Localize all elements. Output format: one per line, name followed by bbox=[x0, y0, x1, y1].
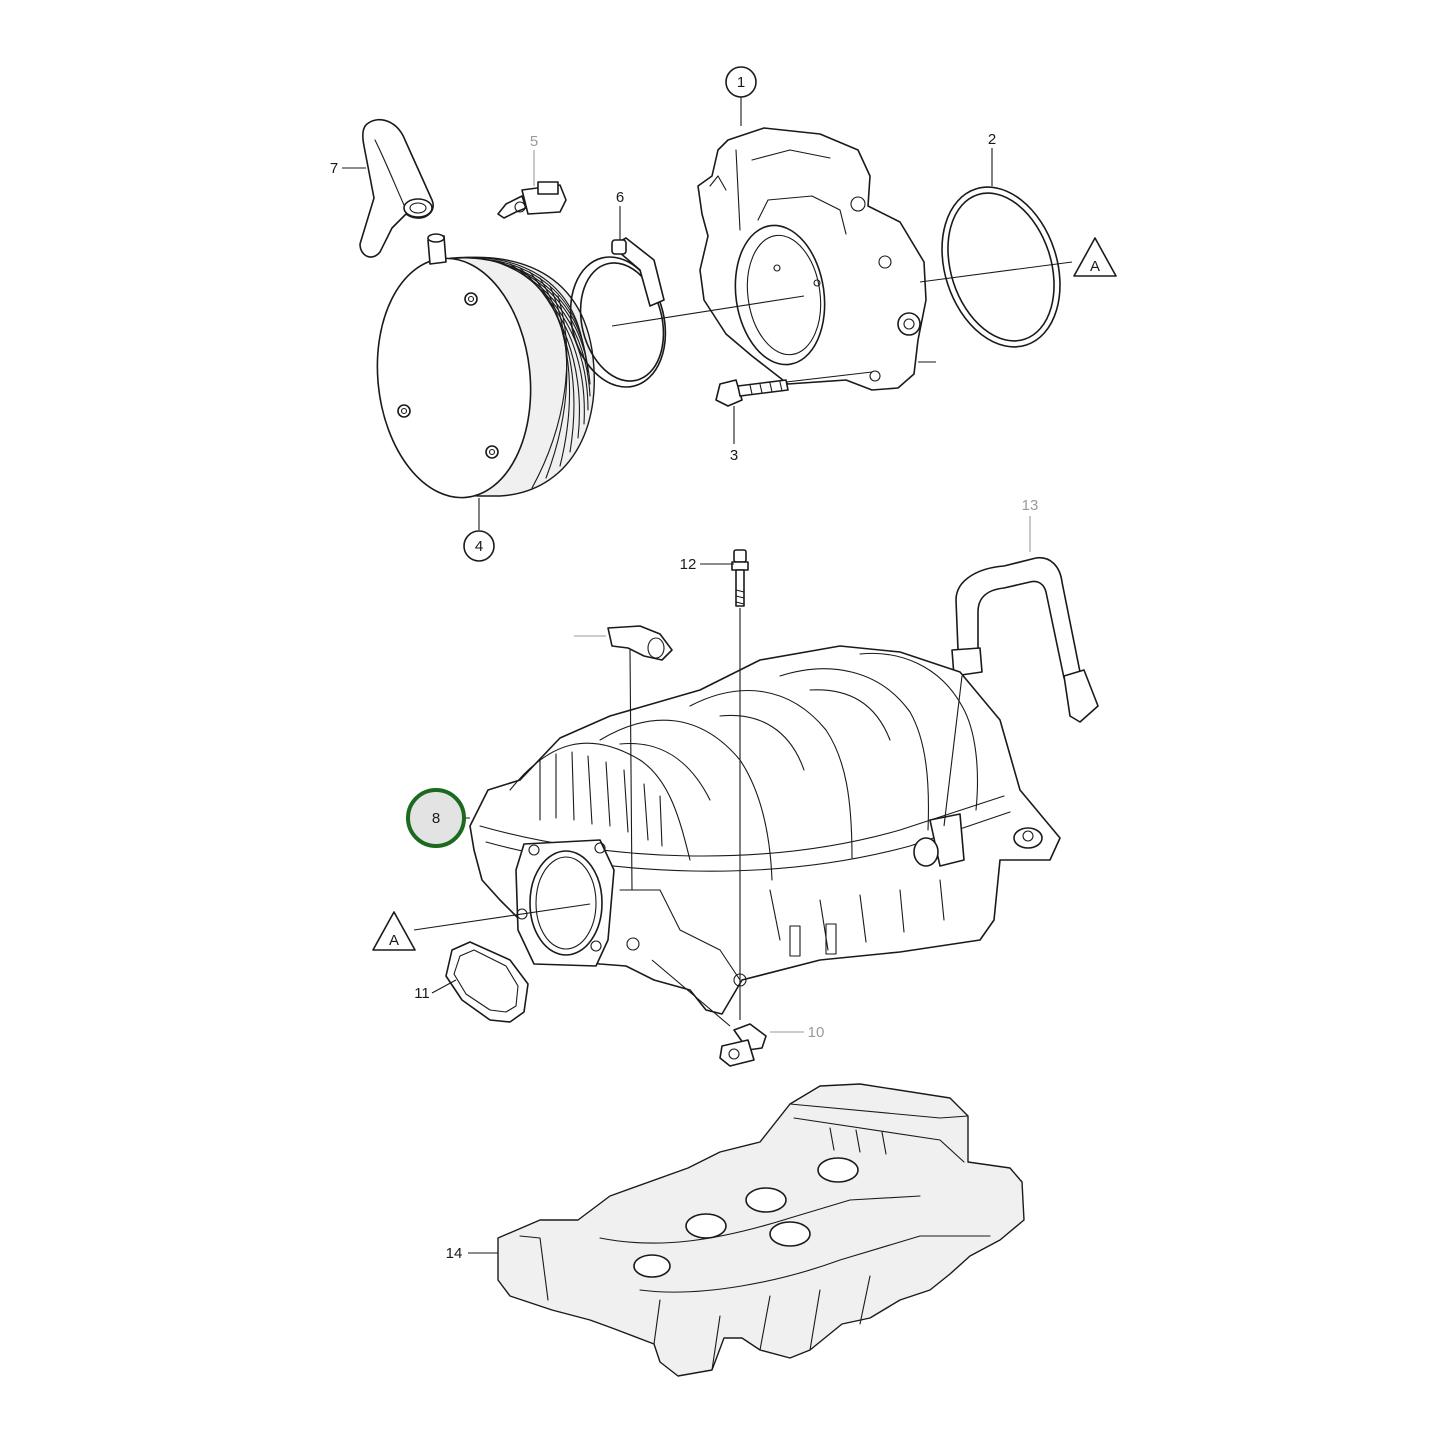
part-11-gasket[interactable] bbox=[445, 941, 529, 1023]
part-13-hose[interactable] bbox=[951, 557, 1099, 723]
part-10-sensor[interactable] bbox=[719, 1023, 767, 1067]
callout-5[interactable]: 5 bbox=[530, 133, 538, 150]
callout-14-label: 14 bbox=[446, 1245, 463, 1262]
callout-13[interactable]: 13 bbox=[1022, 497, 1039, 514]
callout-11-label: 11 bbox=[414, 985, 430, 1002]
callout-11[interactable]: 11 bbox=[414, 985, 430, 1002]
callout-5-label: 5 bbox=[530, 133, 538, 150]
callout-10-label: 10 bbox=[808, 1024, 825, 1041]
cooler-fins bbox=[449, 256, 591, 489]
callout-7[interactable]: 7 bbox=[330, 160, 338, 177]
callout-12[interactable]: 12 bbox=[680, 556, 697, 573]
part-5-sensor[interactable] bbox=[497, 181, 567, 219]
callout-2-label: 2 bbox=[988, 131, 996, 148]
part-4-cooler[interactable] bbox=[366, 233, 595, 505]
callout-1[interactable]: 1 bbox=[725, 66, 757, 98]
callout-8-label: 8 bbox=[432, 810, 440, 827]
reference-a-bottom[interactable]: A bbox=[372, 911, 416, 951]
callout-4[interactable]: 4 bbox=[463, 530, 495, 562]
reference-a-bottom-label: A bbox=[389, 932, 399, 949]
callout-14[interactable]: 14 bbox=[446, 1245, 463, 1262]
part-8-intake-manifold[interactable] bbox=[469, 645, 1061, 1015]
part-6-clamp[interactable] bbox=[557, 237, 678, 397]
callout-3-label: 3 bbox=[730, 447, 738, 464]
callout-4-label: 4 bbox=[475, 538, 483, 555]
callout-6[interactable]: 6 bbox=[616, 189, 624, 206]
reference-a-top[interactable]: A bbox=[1073, 237, 1117, 277]
callout-3[interactable]: 3 bbox=[730, 447, 738, 464]
part-1-throttle-body[interactable] bbox=[697, 127, 927, 391]
highlight-ring bbox=[406, 788, 466, 848]
part-12-bolt[interactable] bbox=[731, 549, 749, 607]
part-7-hose[interactable] bbox=[359, 118, 434, 258]
part-connector[interactable] bbox=[607, 625, 673, 661]
part-14-engine-cover[interactable] bbox=[497, 1083, 1025, 1377]
callout-12-label: 12 bbox=[680, 556, 697, 573]
reference-a-top-label: A bbox=[1090, 258, 1100, 275]
leader-lines bbox=[342, 96, 1073, 1254]
part-3-bolt[interactable] bbox=[715, 379, 789, 407]
callout-10[interactable]: 10 bbox=[808, 1024, 825, 1041]
callout-8-highlighted[interactable]: 8 bbox=[406, 788, 466, 848]
callout-7-label: 7 bbox=[330, 160, 338, 177]
callout-6-label: 6 bbox=[616, 189, 624, 206]
callout-1-label: 1 bbox=[737, 74, 745, 91]
part-2-gasket[interactable] bbox=[922, 172, 1079, 363]
callout-2[interactable]: 2 bbox=[988, 131, 996, 148]
callout-13-label: 13 bbox=[1022, 497, 1039, 514]
